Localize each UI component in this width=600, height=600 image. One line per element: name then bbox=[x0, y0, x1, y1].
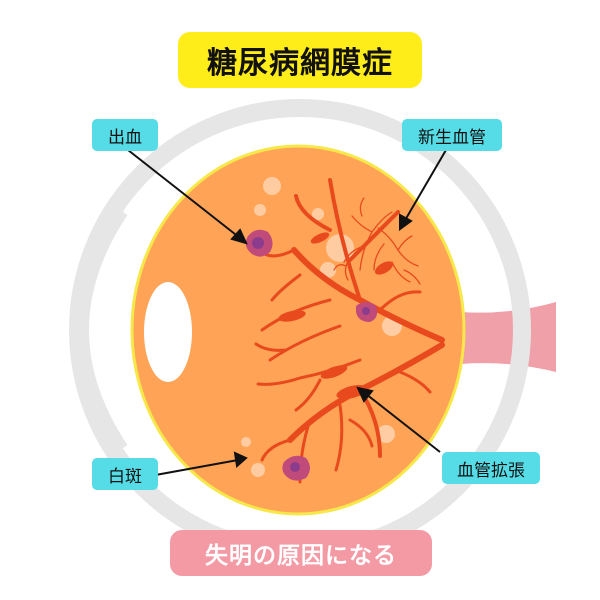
label-hemorrhage: 出血 bbox=[92, 119, 158, 151]
title: 糖尿病網膜症 bbox=[178, 32, 422, 88]
vessel-dilation-marks bbox=[278, 232, 394, 399]
hemorrhage-marks bbox=[245, 229, 378, 481]
annotation-arrows bbox=[127, 149, 447, 477]
retina bbox=[130, 144, 466, 516]
cornea bbox=[71, 205, 128, 455]
footer-note: 失明の原因になる bbox=[170, 530, 432, 576]
white-spot-glows bbox=[241, 177, 402, 477]
neovascularization-network bbox=[333, 197, 421, 285]
label-white-spots: 白斑 bbox=[92, 458, 158, 490]
label-vessel-dilation: 血管拡張 bbox=[442, 452, 540, 484]
label-neovascularization: 新生血管 bbox=[402, 119, 502, 151]
lens bbox=[144, 282, 192, 382]
